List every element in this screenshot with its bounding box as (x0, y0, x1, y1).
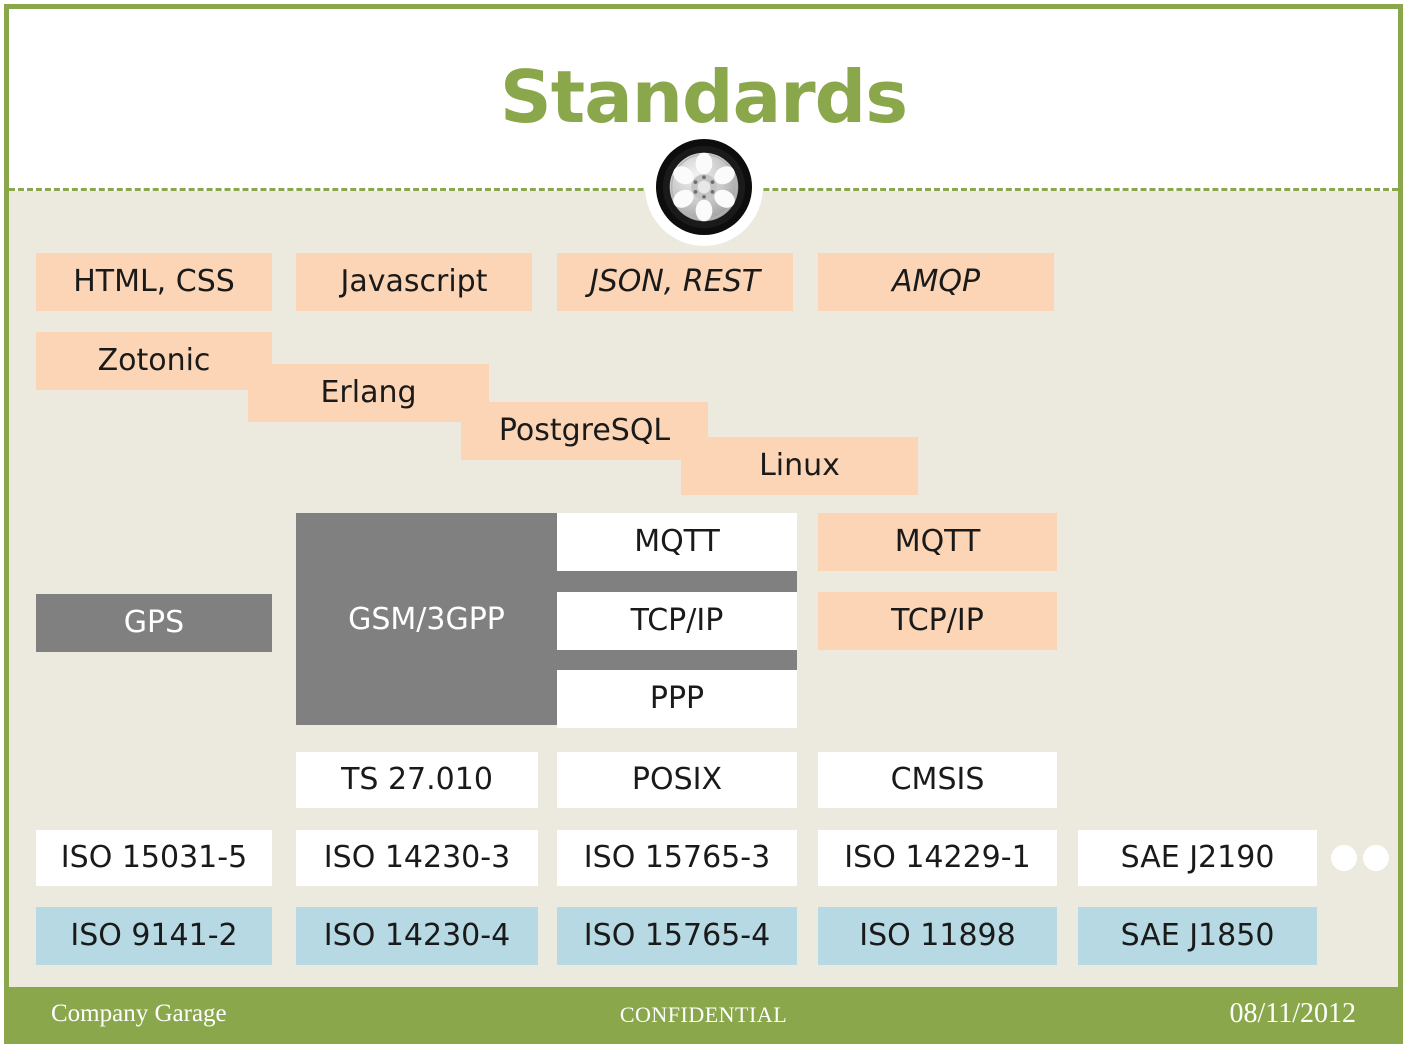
box-mqtt-right[interactable]: MQTT (818, 513, 1057, 571)
box-iso-14229-1[interactable]: ISO 14229-1 (818, 830, 1057, 886)
box-json-rest[interactable]: JSON, REST (557, 253, 793, 311)
box-ppp-stack[interactable]: PPP (557, 670, 797, 728)
box-iso-9141-2[interactable]: ISO 9141-2 (36, 907, 272, 965)
box-gps[interactable]: GPS (36, 594, 272, 652)
box-html-css[interactable]: HTML, CSS (36, 253, 272, 311)
box-iso-15765-3[interactable]: ISO 15765-3 (557, 830, 797, 886)
box-tcpip-right[interactable]: TCP/IP (818, 592, 1057, 650)
box-iso-15765-4[interactable]: ISO 15765-4 (557, 907, 797, 965)
car-wheel-icon (655, 138, 753, 236)
box-linux[interactable]: Linux (681, 437, 918, 495)
box-postgresql[interactable]: PostgreSQL (461, 402, 708, 460)
slide-frame-right (1398, 4, 1403, 1044)
box-sae-j2190[interactable]: SAE J2190 (1078, 830, 1317, 886)
box-mqtt-stack[interactable]: MQTT (557, 513, 797, 571)
box-amqp[interactable]: AMQP (818, 253, 1054, 311)
page-title: Standards (499, 55, 908, 139)
box-ts-27010[interactable]: TS 27.010 (296, 752, 538, 808)
box-erlang[interactable]: Erlang (248, 364, 489, 422)
overflow-dot-two (1363, 845, 1389, 871)
box-cmsis[interactable]: CMSIS (818, 752, 1057, 808)
footer-classification: CONFIDENTIAL (619, 1002, 788, 1027)
box-zotonic[interactable]: Zotonic (36, 332, 272, 390)
slide-frame-left (4, 4, 9, 1044)
footer-date: 08/11/2012 (1229, 998, 1356, 1029)
box-gsm-3gpp-label: GSM/3GPP (348, 601, 505, 637)
slide-frame-bottom (4, 1039, 1403, 1044)
box-iso-14230-4[interactable]: ISO 14230-4 (296, 907, 538, 965)
box-sae-j1850[interactable]: SAE J1850 (1078, 907, 1317, 965)
footer-company: Company Garage (51, 1000, 227, 1027)
box-tcpip-stack[interactable]: TCP/IP (557, 592, 797, 650)
box-posix[interactable]: POSIX (557, 752, 797, 808)
overflow-dot-one (1331, 845, 1357, 871)
box-javascript[interactable]: Javascript (296, 253, 532, 311)
slide-frame-top (4, 4, 1403, 9)
slide-footer: Company Garage CONFIDENTIAL 08/11/2012 (9, 987, 1398, 1039)
box-gsm-3gpp[interactable]: GSM/3GPP (296, 513, 557, 725)
box-iso-14230-3[interactable]: ISO 14230-3 (296, 830, 538, 886)
box-iso-15031-5[interactable]: ISO 15031-5 (36, 830, 272, 886)
box-iso-11898[interactable]: ISO 11898 (818, 907, 1057, 965)
